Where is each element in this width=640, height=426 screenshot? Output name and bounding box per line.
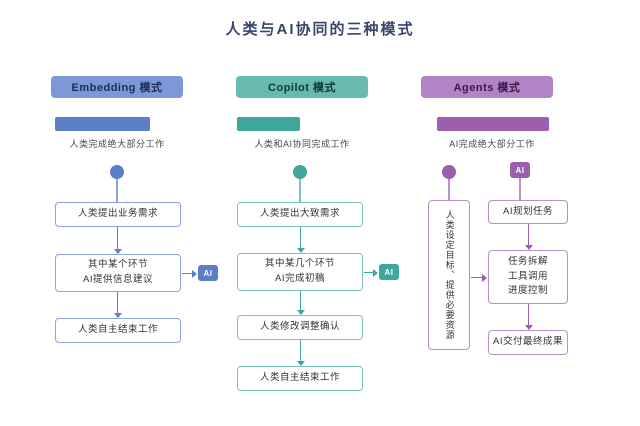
step-label: AI规划任务 [503,205,553,217]
arrow-down-icon [296,227,305,253]
ai-badge-icon: AI [198,265,218,281]
work-share-bar-embedding [55,117,150,131]
connector-line [299,179,301,202]
arrow-down-icon [524,304,533,330]
column-header-agents-label: Agents 模式 [453,82,521,94]
arrow-right-icon [471,273,487,282]
step-label: 人类设定目标、提供必要资源 [444,210,455,340]
human-dot-icon [442,165,456,179]
step-label: 任务拆解 [507,255,548,267]
column-header-copilot-label: Copilot 模式 [268,82,336,94]
step-label: 人类提出大致需求 [259,208,340,220]
work-share-caption-copilot: 人类和AI协同完成工作 [254,139,350,149]
diagram-title: 人类与AI协同的三种模式 [225,21,415,38]
work-share-bar-agents [437,117,549,131]
copilot-step-review: 人类修改调整确认 [237,315,363,340]
step-label: AI提供信息建议 [83,274,153,285]
human-dot-icon [110,165,124,179]
copilot-step-ai-draft: 其中某几个环节 AI完成初稿 [237,253,363,291]
embedding-step-finish: 人类自主结束工作 [55,318,181,343]
step-label: 人类自主结束工作 [77,324,158,336]
copilot-step-requirement: 人类提出大致需求 [237,202,363,227]
step-label: 人类修改调整确认 [259,321,340,333]
step-label: 人类提出业务需求 [77,208,158,220]
step-label: 进度控制 [507,285,548,297]
connector-line [448,179,450,200]
human-dot-icon [293,165,307,179]
work-share-caption-embedding: 人类完成绝大部分工作 [69,139,165,149]
arrow-down-icon [296,291,305,315]
agents-human-goal-box: 人类设定目标、提供必要资源 [428,200,470,350]
arrow-right-icon [364,268,378,277]
step-label: 人类自主结束工作 [259,372,340,384]
arrow-down-icon [113,227,122,254]
step-label: AI交付最终成果 [493,336,563,348]
step-label: 其中某个环节 [87,259,148,271]
column-header-embedding: Embedding 模式 [51,76,183,98]
copilot-step-finish: 人类自主结束工作 [237,366,363,391]
ai-badge-icon: AI [379,264,399,280]
column-header-copilot: Copilot 模式 [236,76,368,98]
column-header-agents: Agents 模式 [421,76,553,98]
embedding-step-ai-assist: 其中某个环节 AI提供信息建议 [55,254,181,292]
agents-step-plan: AI规划任务 [488,200,568,224]
step-label: 其中某几个环节 [264,258,335,270]
agents-step-execute: 任务拆解 工具调用 进度控制 [488,250,568,304]
connector-line [519,178,521,200]
arrow-down-icon [524,224,533,250]
step-label: 工具调用 [507,270,548,282]
work-share-caption-agents: AI完成绝大部分工作 [449,139,535,149]
arrow-down-icon [296,340,305,366]
connector-line [116,179,118,202]
ai-badge-icon: AI [510,162,530,178]
column-header-embedding-label: Embedding 模式 [71,82,163,94]
agents-step-deliver: AI交付最终成果 [488,330,568,355]
work-share-bar-copilot [237,117,300,131]
step-label: AI完成初稿 [275,273,325,284]
arrow-right-icon [182,269,197,278]
embedding-step-requirement: 人类提出业务需求 [55,202,181,227]
arrow-down-icon [113,292,122,318]
